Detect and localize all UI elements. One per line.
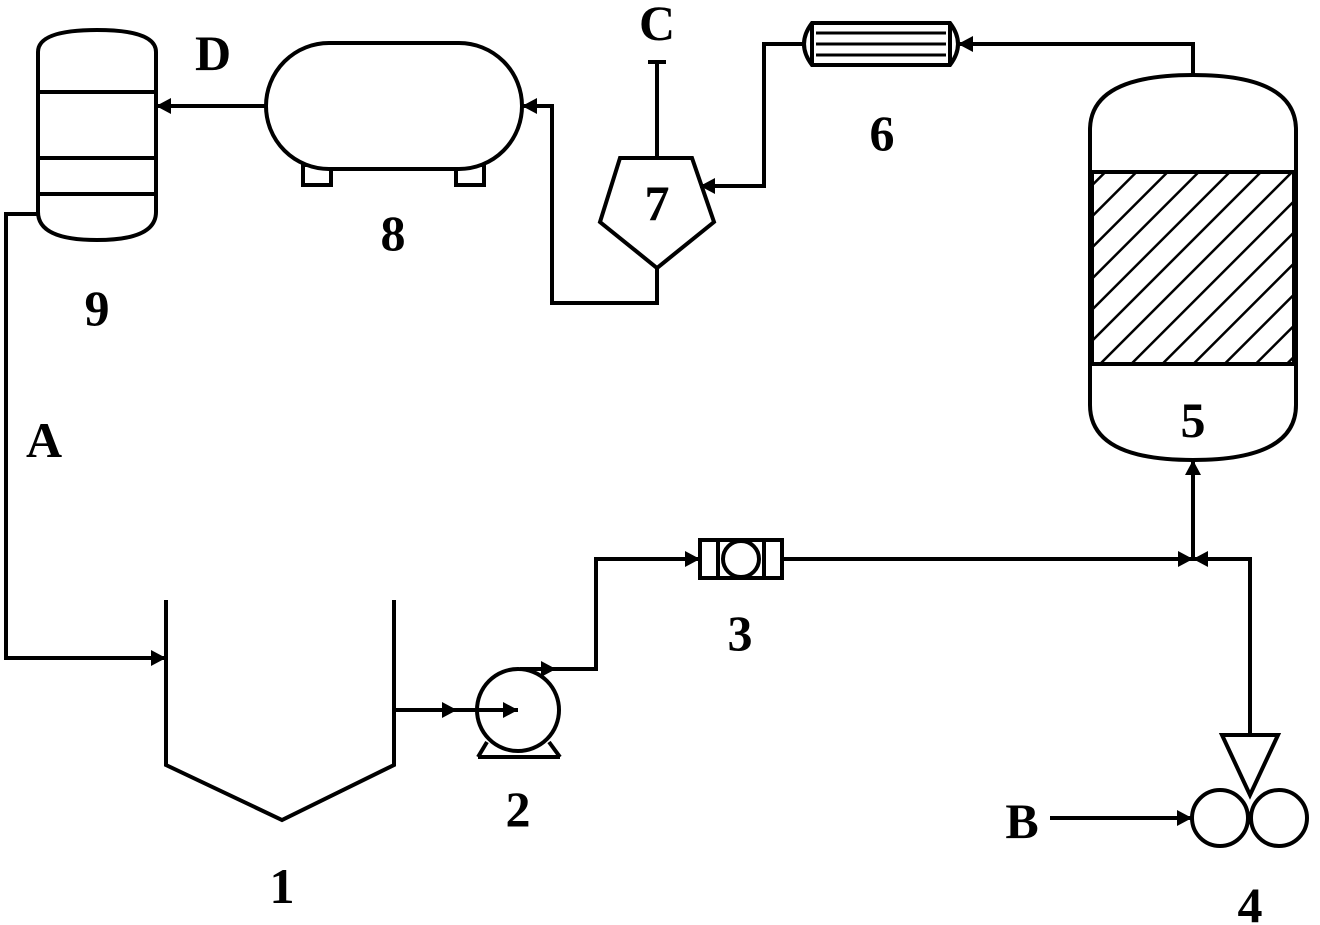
column-9	[36, 27, 158, 243]
arrow-into-flowmeter	[685, 551, 700, 567]
label-unit-9: 9	[85, 280, 110, 336]
heat-exchanger-6	[802, 21, 960, 67]
label-unit-3: 3	[728, 605, 753, 661]
arrow-into-column	[156, 98, 171, 114]
arrow-into-tank-1	[151, 650, 166, 666]
arrow-into-feeder	[1177, 810, 1192, 826]
arrow-pump-discharge	[541, 661, 556, 677]
arrow-junction-from-left	[1178, 551, 1193, 567]
label-unit-8: 8	[381, 205, 406, 261]
label-unit-1: 1	[270, 858, 295, 914]
label-stream-c: C	[639, 0, 675, 51]
label-unit-2: 2	[506, 781, 531, 837]
tank-1	[164, 600, 396, 823]
label-unit-7: 7	[645, 175, 670, 231]
flowmeter-3	[698, 538, 784, 580]
arrow-pump-suction-2	[503, 702, 518, 718]
line-exchanger-to-cyclone	[700, 42, 804, 188]
line-pump-to-flowmeter	[520, 557, 700, 671]
label-stream-a: A	[26, 412, 62, 468]
arrow-into-reactor	[1185, 460, 1201, 475]
vessel-8	[264, 41, 524, 187]
label-unit-4: 4	[1238, 877, 1263, 925]
arrow-into-exchanger	[958, 36, 973, 52]
label-unit-6: 6	[870, 105, 895, 161]
arrow-into-vessel	[522, 98, 537, 114]
label-unit-5: 5	[1181, 392, 1206, 448]
arrow-into-cyclone	[700, 178, 715, 194]
label-stream-b: B	[1005, 793, 1038, 849]
packed-bed	[1090, 170, 1296, 366]
reactor-5	[1088, 72, 1298, 463]
line-reactor-to-exchanger	[958, 42, 1195, 75]
line-feeder-to-junction	[1193, 557, 1252, 735]
arrow-junction-from-right	[1193, 551, 1208, 567]
line-cyclone-to-vessel	[522, 104, 659, 305]
cyclone-7	[597, 60, 717, 271]
label-stream-d: D	[195, 25, 231, 81]
line-a-return	[4, 212, 166, 660]
arrow-pump-suction-1	[442, 702, 457, 718]
pump-2	[475, 667, 562, 759]
feeder-4	[1190, 733, 1309, 848]
